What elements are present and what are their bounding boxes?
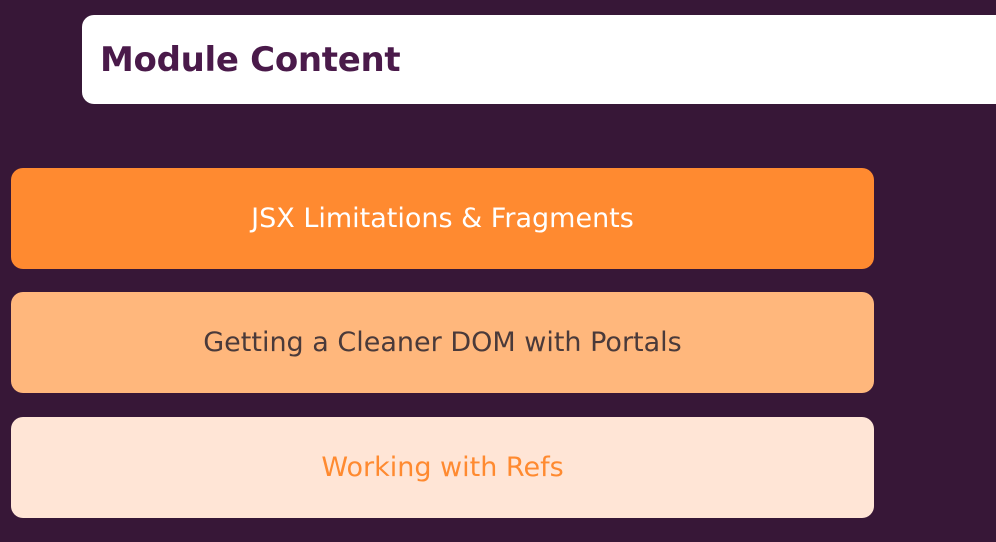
module-content-header: Module Content [82,15,996,104]
page-title: Module Content [100,39,401,80]
module-item-label: Getting a Cleaner DOM with Portals [203,327,682,358]
module-item-portals[interactable]: Getting a Cleaner DOM with Portals [11,292,874,393]
module-item-label: JSX Limitations & Fragments [251,203,634,234]
module-item-refs[interactable]: Working with Refs [11,417,874,518]
module-item-jsx-limitations[interactable]: JSX Limitations & Fragments [11,168,874,269]
module-item-label: Working with Refs [321,452,564,483]
